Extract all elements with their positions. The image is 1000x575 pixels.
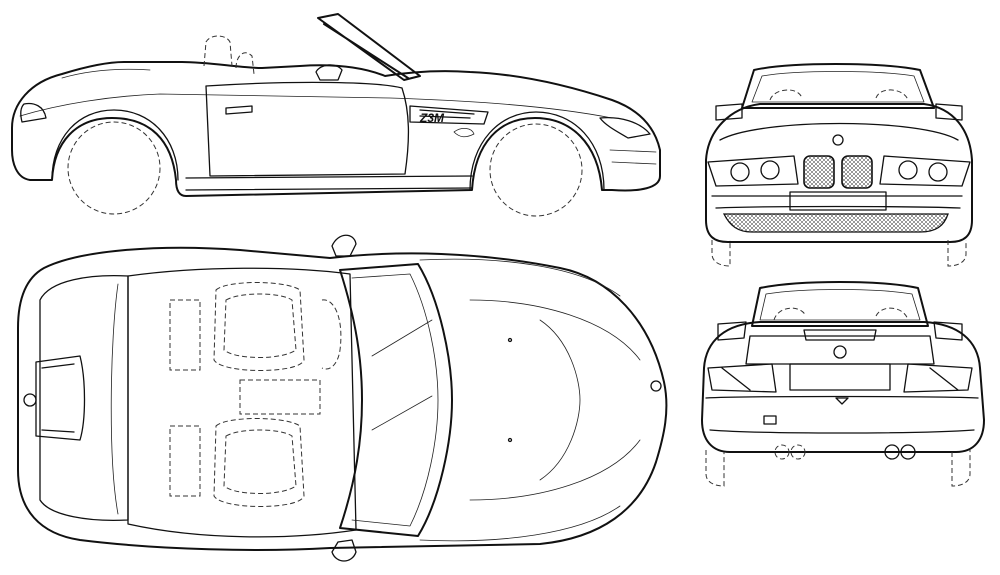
rear-bumper [705, 395, 979, 434]
side-fender-emblem [453, 128, 475, 138]
front-grille-right [841, 155, 873, 189]
top-rear-emblem [23, 393, 37, 407]
rear-taillight-right [903, 363, 973, 393]
rear-trunk-lid [745, 335, 935, 365]
rear-wheel-right [951, 450, 971, 487]
top-seats [169, 282, 321, 507]
rear-spoiler-light [803, 329, 877, 341]
top-wiper-1 [371, 319, 433, 357]
rear-wheel-left [705, 450, 725, 487]
front-windshield [741, 63, 935, 109]
rear-plate [789, 363, 891, 391]
rear-windshield-inner [759, 289, 921, 321]
top-body-outline [17, 246, 668, 551]
top-windshield [339, 263, 453, 537]
side-headlight [599, 116, 651, 139]
rear-view [701, 281, 985, 487]
front-seat-hint [769, 89, 909, 101]
side-windshield [317, 13, 421, 81]
side-seat-headrest [203, 35, 255, 75]
side-beltline [19, 93, 613, 119]
side-view: Z3M [11, 13, 661, 217]
top-rear-light-box [35, 355, 86, 441]
front-grille-left [803, 155, 835, 189]
top-front-emblem [650, 380, 662, 392]
top-windshield-inner [351, 273, 439, 527]
rear-body-outline [701, 321, 985, 453]
side-deck-line [61, 68, 151, 79]
side-front-arch [469, 111, 605, 191]
front-mirror-left [715, 103, 743, 121]
front-headlight-left [707, 155, 799, 187]
side-badge-text: Z3M [419, 111, 445, 125]
rear-mirror-left [717, 321, 747, 341]
top-steering-wheel [321, 299, 342, 370]
rear-exhaust-left [774, 444, 806, 460]
top-cabin [127, 267, 357, 538]
rear-mirror-right [933, 321, 963, 341]
front-headlight-right [879, 155, 971, 187]
side-gill [409, 105, 489, 125]
side-mirror [315, 64, 343, 81]
side-rear-arch [51, 109, 179, 181]
front-headlamp-left-outer [730, 162, 750, 182]
front-hood [719, 122, 959, 141]
top-hood-line [469, 299, 641, 501]
front-view [705, 63, 973, 267]
front-mirror-right [935, 103, 963, 121]
front-windshield-inner [751, 71, 925, 103]
side-door [205, 81, 410, 177]
front-lower-intake [722, 213, 949, 233]
side-front-bumper [609, 149, 657, 165]
side-sill [185, 175, 473, 191]
side-body-outline [11, 61, 661, 197]
side-taillamp [20, 102, 47, 123]
rear-fog-lamp [763, 415, 777, 425]
front-wheel-right [947, 240, 967, 267]
top-wiper-2 [371, 395, 433, 431]
front-headlamp-left-inner [760, 160, 780, 180]
rear-windshield [751, 281, 929, 327]
top-view [17, 234, 668, 562]
top-fender-crease [419, 258, 621, 542]
front-bumper [711, 195, 963, 209]
rear-seat-hint [773, 307, 909, 321]
rear-emblem [833, 345, 847, 359]
front-headlamp-right-outer [928, 162, 948, 182]
top-mirror-left [331, 234, 357, 257]
front-wheel-left [711, 240, 731, 267]
rear-taillight-left [707, 363, 777, 393]
side-front-wheel [489, 123, 583, 217]
side-door-handle [225, 105, 253, 115]
rear-exhaust-right [884, 444, 916, 460]
front-emblem [832, 134, 844, 146]
front-body-outline [705, 103, 973, 243]
top-washer-jet-1 [507, 337, 513, 343]
side-rear-wheel [67, 121, 161, 215]
top-mirror-right [331, 539, 357, 562]
top-hood-bulge [539, 319, 581, 481]
top-trunk-inner [110, 283, 119, 515]
front-plate [789, 191, 887, 211]
front-headlamp-right-inner [898, 160, 918, 180]
top-washer-jet-2 [507, 437, 513, 443]
rear-reflector [835, 397, 849, 405]
